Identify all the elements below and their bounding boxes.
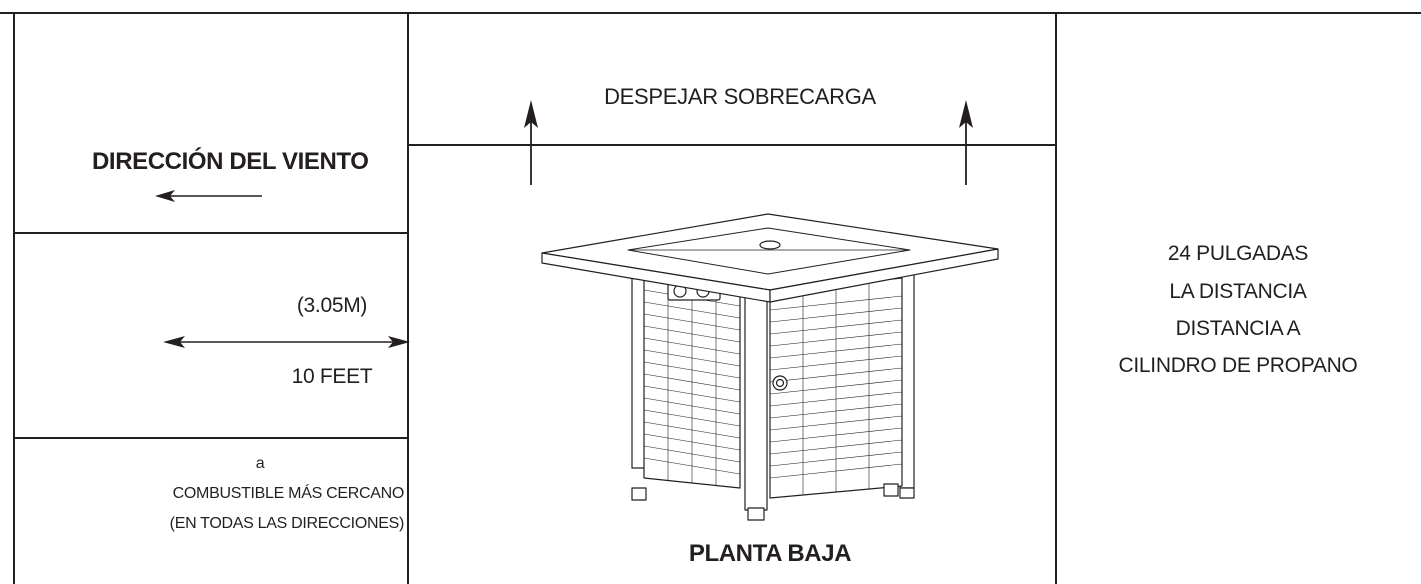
- control-knob: [772, 375, 788, 391]
- foot-left: [631, 487, 647, 501]
- table-top: [541, 213, 999, 291]
- ground-floor-label: PLANTA BAJA: [688, 540, 852, 567]
- propane-line-2: LA DISTANCIA: [1169, 280, 1307, 303]
- lid-handle: [759, 240, 781, 250]
- propane-line-1: 24 PULGADAS: [1167, 242, 1309, 265]
- table-top-side-edge: [769, 248, 999, 303]
- propane-line-3: DISTANCIA A: [1175, 317, 1301, 340]
- combustible-line-3: (EN TODAS LAS DIRECCIONES): [169, 515, 405, 532]
- distance-imperial-label: 10 FEET: [291, 365, 373, 388]
- left-arrow-icon: [155, 190, 262, 202]
- foot-right: [883, 483, 899, 497]
- distance-metric-label: (3.05M): [296, 294, 368, 317]
- foot-rear-right: [899, 487, 915, 499]
- foot-front: [747, 507, 765, 521]
- double-headed-arrow-icon: [163, 336, 410, 348]
- propane-line-4: CILINDRO DE PROPANO: [1118, 354, 1358, 377]
- fire-pit-table-icon: [541, 213, 999, 521]
- frame-lines: [0, 12, 1421, 584]
- combustible-line-2: COMBUSTIBLE MÁS CERCANO: [172, 485, 405, 502]
- combustible-line-1: a: [255, 455, 265, 472]
- up-arrow-icon: [524, 100, 973, 185]
- overhead-clearance-label: DESPEJAR SOBRECARGA: [604, 84, 876, 109]
- front-corner-leg: [744, 287, 768, 511]
- wind-direction-label: DIRECCIÓN DEL VIENTO: [92, 148, 369, 175]
